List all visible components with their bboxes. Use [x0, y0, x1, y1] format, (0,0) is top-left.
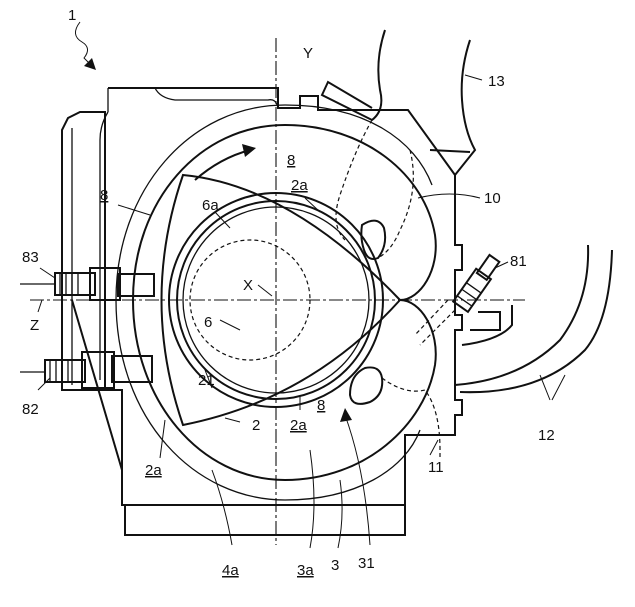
- fig-number-arrowhead: [84, 58, 96, 70]
- label-21: 21: [198, 372, 215, 389]
- leader-2: [224, 417, 241, 423]
- intake-passage-11: [381, 377, 441, 460]
- leader-Z: [37, 299, 43, 313]
- label-4a: 4a: [222, 562, 239, 579]
- injector-81: [451, 253, 501, 314]
- housing-outline: [61, 87, 463, 536]
- label-3a: 3a: [297, 562, 314, 579]
- intake-port-upper: [360, 219, 387, 260]
- label-12: 12: [538, 427, 555, 444]
- label-axis-y: Y: [303, 45, 313, 62]
- label-8-left: 8: [100, 187, 108, 204]
- label-X: X: [243, 277, 253, 294]
- plug-mount-line: [71, 299, 123, 471]
- leader-6a: [214, 211, 231, 229]
- intake-manifold-13: [320, 29, 477, 176]
- label-6: 6: [204, 314, 212, 331]
- label-10: 10: [484, 190, 501, 207]
- trochoid-outer: [131, 123, 437, 482]
- leader-4a: [211, 469, 233, 546]
- leader-21: [204, 369, 213, 389]
- leader-2a-left: [159, 419, 166, 459]
- leader-8-left: [117, 204, 151, 216]
- intake-passage-10: [335, 119, 414, 259]
- label-2a-left: 2a: [145, 462, 162, 479]
- leader-83: [39, 267, 56, 279]
- label-6a: 6a: [202, 197, 219, 214]
- leader-X: [257, 284, 273, 297]
- leader-13: [464, 74, 483, 81]
- fig-number-leader: [75, 21, 93, 67]
- arrowhead-31: [340, 408, 352, 422]
- housing-inner-step: [71, 87, 279, 385]
- leader-2a-top: [304, 197, 321, 213]
- rotation-arrow: [194, 149, 251, 181]
- leader-82: [37, 377, 51, 391]
- label-fig-number: 1: [68, 7, 76, 24]
- intake-passage-12a: [454, 244, 590, 386]
- rotation-arrow-head: [242, 144, 256, 157]
- label-8-top: 8: [287, 152, 295, 169]
- spark-plug-83: [20, 267, 155, 301]
- leader-12: [539, 374, 566, 401]
- leader-6: [219, 319, 241, 331]
- leader-3: [337, 479, 343, 549]
- label-82: 82: [22, 401, 39, 418]
- label-2a-top: 2a: [291, 177, 308, 194]
- rotor: [160, 173, 402, 427]
- intake-passage-12b: [459, 249, 613, 394]
- label-Z: Z: [30, 317, 39, 334]
- leader-3a: [309, 449, 315, 549]
- label-2: 2: [252, 417, 260, 434]
- injector-spray: [414, 299, 456, 346]
- label-8-bottom: 8: [317, 397, 325, 414]
- trochoid-inner: [115, 104, 433, 301]
- label-11: 11: [428, 459, 444, 476]
- label-31: 31: [358, 555, 375, 572]
- trochoid-lower-inner: [115, 299, 421, 501]
- leader-11: [429, 439, 439, 456]
- leader-31: [344, 414, 371, 546]
- spark-plug-82: [20, 351, 153, 389]
- label-81: 81: [510, 253, 527, 270]
- leader-81: [494, 261, 509, 269]
- label-83: 83: [22, 249, 39, 266]
- leader-10: [417, 193, 481, 199]
- intake-passage-12c: [461, 305, 513, 346]
- label-3: 3: [331, 557, 339, 574]
- label-2a-bottom: 2a: [290, 417, 307, 434]
- label-13: 13: [488, 73, 505, 90]
